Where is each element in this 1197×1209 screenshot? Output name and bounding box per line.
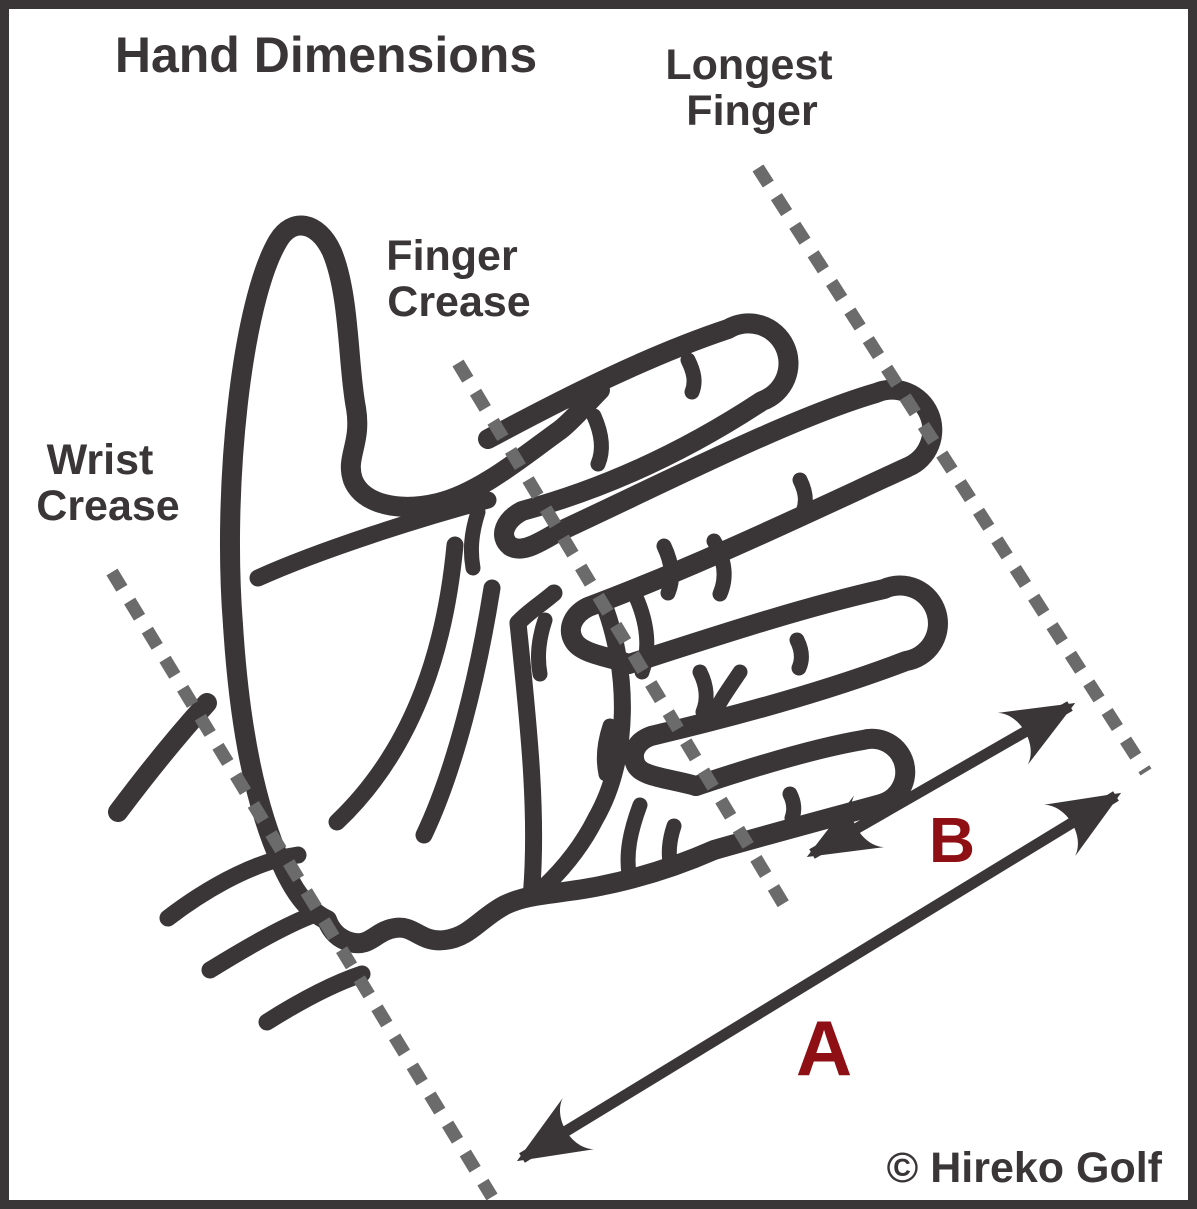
wrist-line-1 — [159, 846, 307, 927]
palm-heel-outline — [223, 615, 337, 930]
finger-base-tick-pinky-top — [707, 664, 748, 721]
copyright-text: © Hireko Golf — [887, 1144, 1163, 1192]
longest-finger-line — [752, 164, 1152, 776]
finger-base-tick-ring-top — [706, 533, 732, 602]
ring-finger-outline — [619, 575, 948, 796]
middle-finger-outline — [546, 379, 943, 674]
measurement-b-arrow — [806, 701, 1076, 859]
wrist-crease-label-line1: Wrist — [47, 436, 154, 484]
reference-lines — [106, 164, 1152, 1201]
measurement-b-label: B — [929, 804, 975, 876]
finger-crease-label-line1: Finger — [386, 232, 518, 280]
index-finger-outline — [478, 313, 799, 559]
middle-crease-dot — [792, 472, 813, 520]
knuckle-tick-middle — [530, 612, 553, 682]
palm-crease-1 — [328, 536, 464, 831]
wrist-crease-label-line2: Crease — [36, 482, 179, 530]
measurement-a-label: A — [796, 1004, 852, 1092]
knuckle-tick-pinky — [661, 818, 682, 875]
knuckle-tick-ring — [596, 718, 618, 782]
thumb-palm-crease — [249, 491, 497, 587]
pinky-crease-dot — [782, 786, 802, 826]
wrist-line-2 — [201, 907, 319, 979]
index-crease-dot — [680, 352, 702, 400]
finger-crease-label-line2: Crease — [387, 278, 530, 326]
forearm-edge — [108, 693, 217, 822]
ring-crease-tick — [692, 664, 714, 720]
longest-finger-label-line2: Finger — [686, 87, 818, 135]
index-crease-tick — [586, 408, 609, 472]
middle-crease-tick — [656, 538, 679, 601]
diagram-title: Hand Dimensions — [115, 27, 537, 83]
finger-crease-line — [452, 359, 796, 919]
wrist-line-3 — [258, 965, 371, 1031]
longest-finger-label-line1: Longest — [665, 41, 832, 89]
knuckle-tick-index — [463, 504, 486, 576]
measurement-arrows — [516, 701, 1122, 1163]
ring-crease-dot — [789, 632, 809, 676]
palm-crease-2 — [415, 579, 501, 844]
thumb-outline — [220, 215, 610, 635]
